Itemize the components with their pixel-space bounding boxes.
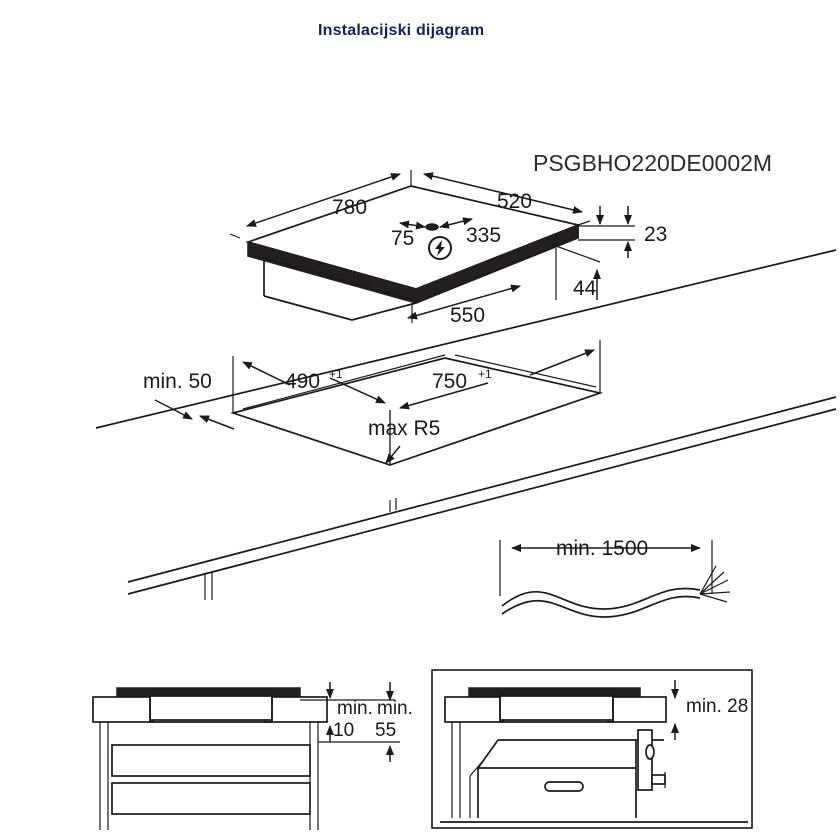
worktop-group bbox=[95, 249, 837, 600]
dim-750-tolerance: +1 bbox=[478, 367, 492, 381]
dim-max-r5-label: max R5 bbox=[368, 417, 440, 440]
page-title: Instalacijski dijagram bbox=[318, 22, 485, 39]
dim-min55-prefix: min. bbox=[377, 698, 413, 719]
dim-max-r5: max R5 bbox=[368, 410, 440, 465]
dim-520: 520 bbox=[423, 172, 591, 226]
dim-44: 44 bbox=[555, 245, 601, 300]
panel-oven-frame bbox=[431, 669, 753, 829]
dim-75-label: 75 bbox=[391, 227, 414, 250]
dim-550: 550 bbox=[407, 248, 557, 327]
dim-750-label: 750 bbox=[432, 370, 467, 393]
dim-connection-group: 75 335 bbox=[391, 217, 501, 260]
panel-drawers-group: min. 10 min. 55 bbox=[92, 682, 413, 830]
lightning-bolt-icon bbox=[428, 236, 452, 260]
dim-780-label: 780 bbox=[332, 196, 367, 219]
dim-490-label: 490 bbox=[285, 370, 320, 393]
dim-550-label: 550 bbox=[450, 304, 485, 327]
dim-23-label: 23 bbox=[644, 223, 667, 246]
dim-490-tolerance: +1 bbox=[329, 367, 343, 381]
dim-min-50: min. 50 bbox=[143, 370, 235, 430]
dim-min10-value: 10 bbox=[333, 720, 354, 741]
dim-min10-prefix: min. bbox=[337, 698, 373, 719]
panel-oven-group: min. 28 bbox=[431, 669, 753, 829]
dim-23: 23 bbox=[578, 206, 667, 258]
dim-490: 490 +1 bbox=[232, 356, 391, 465]
dim-335-label: 335 bbox=[466, 224, 501, 247]
dim-750: 750 +1 bbox=[399, 340, 601, 410]
dim-520-label: 520 bbox=[497, 190, 532, 213]
dim-min-50-label: min. 50 bbox=[143, 370, 212, 393]
dim-44-label: 44 bbox=[573, 277, 597, 300]
dim-min28-label: min. 28 bbox=[686, 696, 748, 717]
model-number: PSGBHO220DE0002M bbox=[533, 150, 773, 176]
cable-group: min. 1500 bbox=[499, 537, 731, 618]
dim-min-1500-label: min. 1500 bbox=[556, 537, 648, 560]
dim-780: 780 bbox=[229, 170, 412, 239]
dim-min55-value: 55 bbox=[375, 720, 396, 741]
